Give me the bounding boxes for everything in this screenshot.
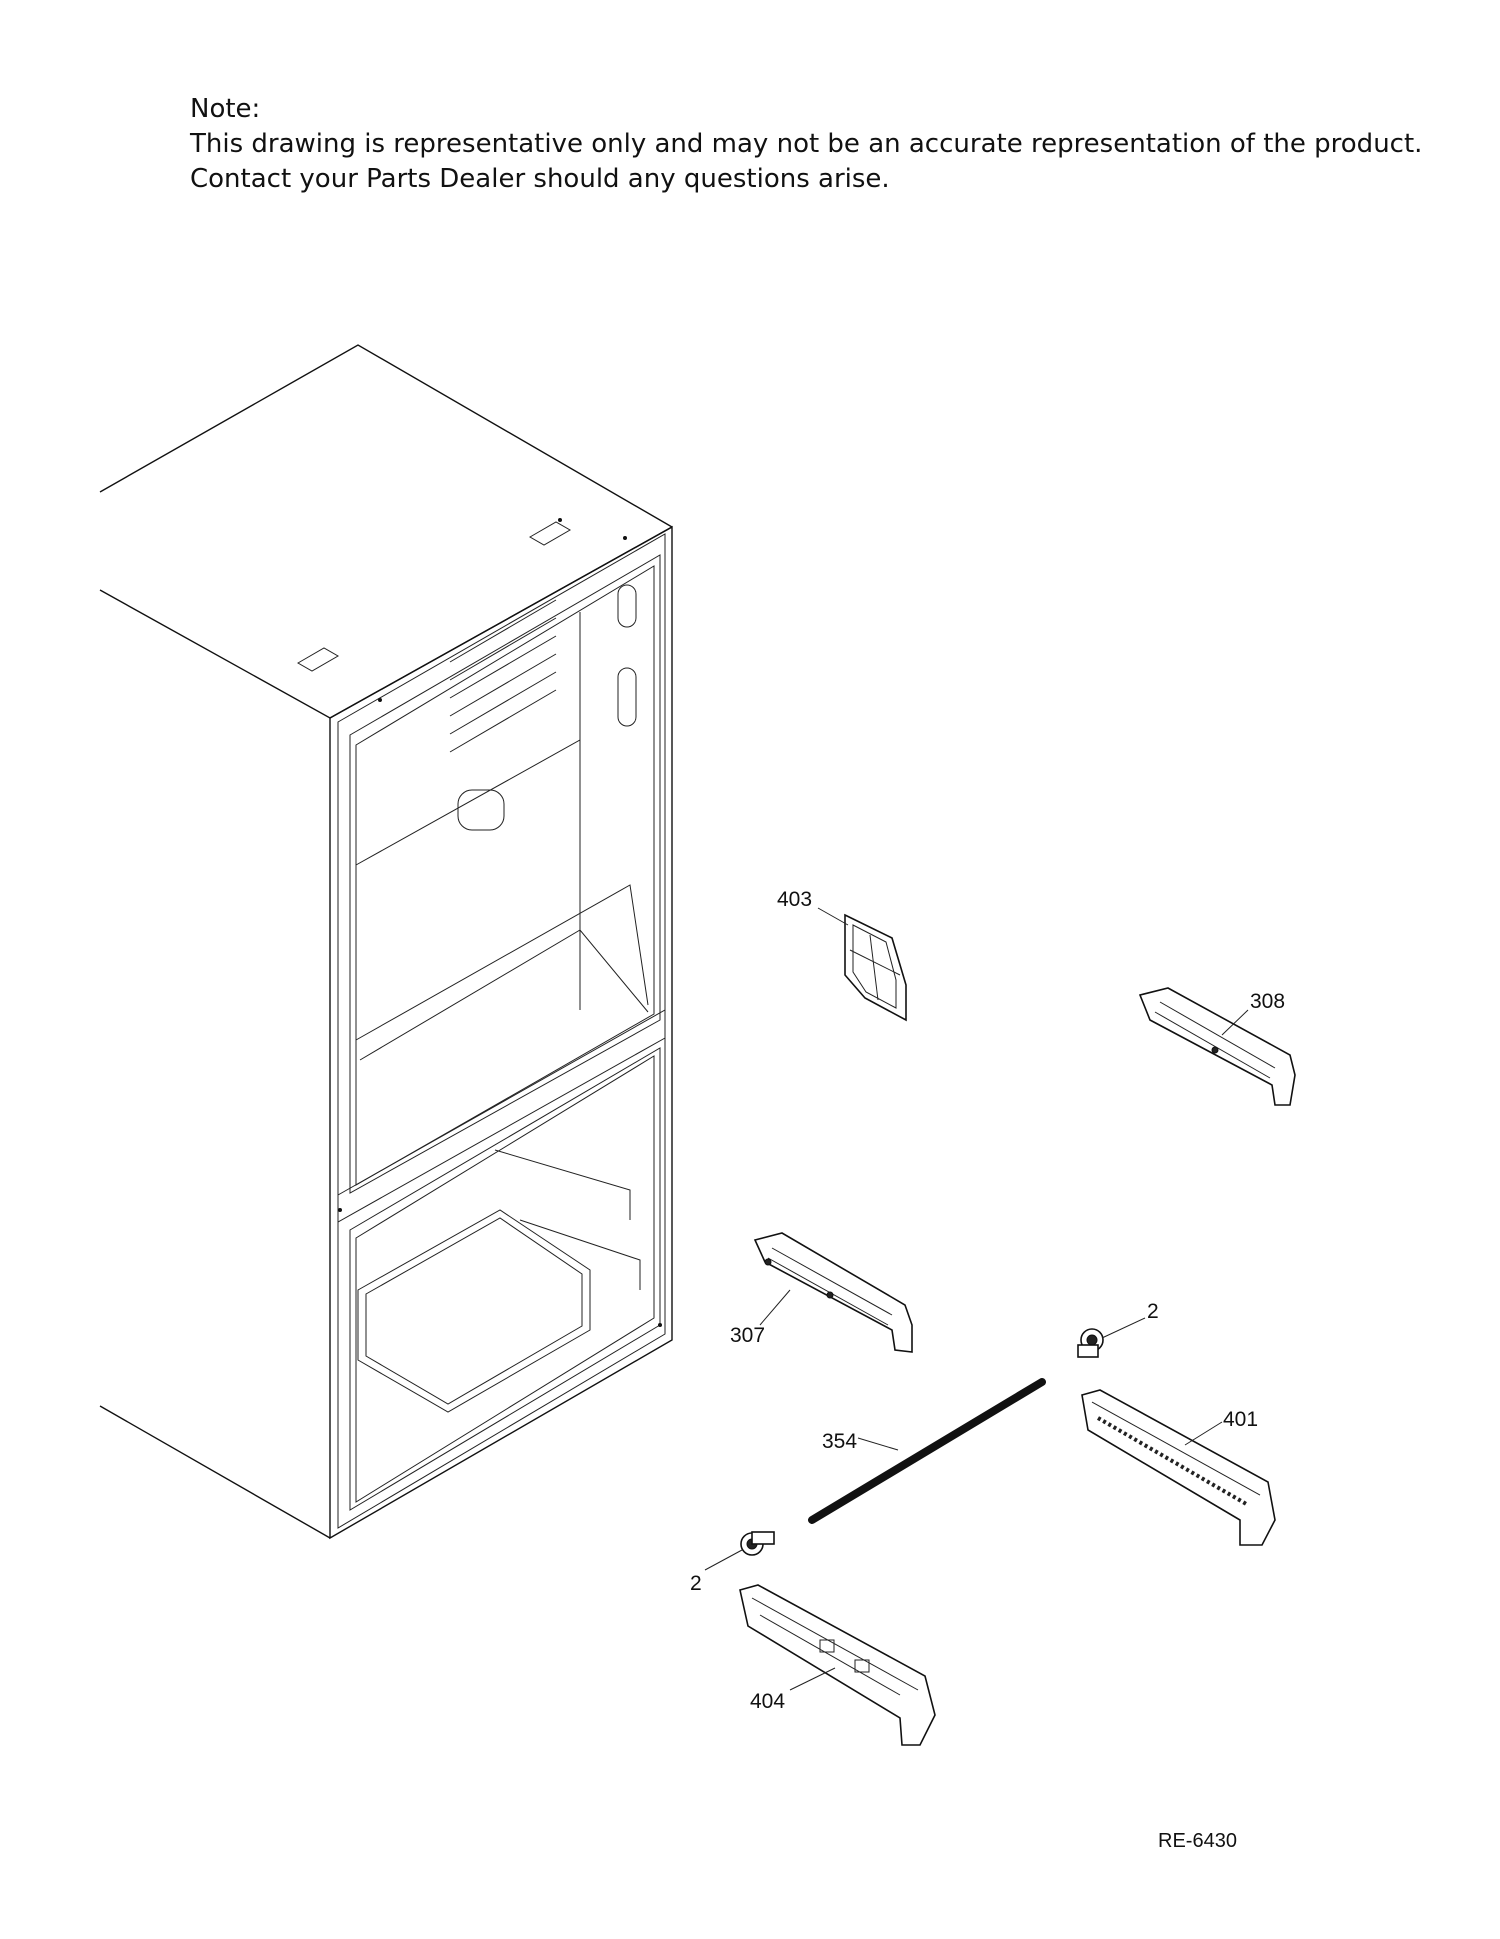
vent-slats <box>449 599 557 753</box>
reference-code: RE-6430 <box>1158 1830 1237 1852</box>
part-308-rail <box>1138 987 1296 1106</box>
note-line-1: This drawing is representative only and … <box>190 129 1423 159</box>
part-354-shaft <box>808 1378 1046 1524</box>
callout-2-upper: 2 <box>1147 1300 1159 1323</box>
part-401-cover <box>1081 1389 1276 1546</box>
refrigerator-cabinet <box>99 344 673 1540</box>
part-2-gear-upper <box>1077 1328 1104 1358</box>
disclaimer-note: Note: This drawing is representative onl… <box>190 92 1422 197</box>
callout-403: 403 <box>777 888 812 911</box>
callout-2-lower: 2 <box>690 1572 702 1595</box>
callout-354: 354 <box>822 1430 857 1453</box>
part-404-cover <box>739 1584 936 1746</box>
part-307-rail <box>753 1232 913 1353</box>
part-2-gear-lower <box>740 1531 775 1556</box>
note-heading: Note: <box>190 94 261 124</box>
leader-lines <box>704 907 1249 1691</box>
callout-404: 404 <box>750 1690 785 1713</box>
part-403-bracket <box>844 913 907 1022</box>
callout-401: 401 <box>1223 1408 1258 1431</box>
callout-308: 308 <box>1250 990 1285 1013</box>
callout-307: 307 <box>730 1324 765 1347</box>
callout-labels: 403 308 307 2 401 354 2 404 <box>690 888 1285 1713</box>
note-line-2: Contact your Parts Dealer should any que… <box>190 164 890 194</box>
